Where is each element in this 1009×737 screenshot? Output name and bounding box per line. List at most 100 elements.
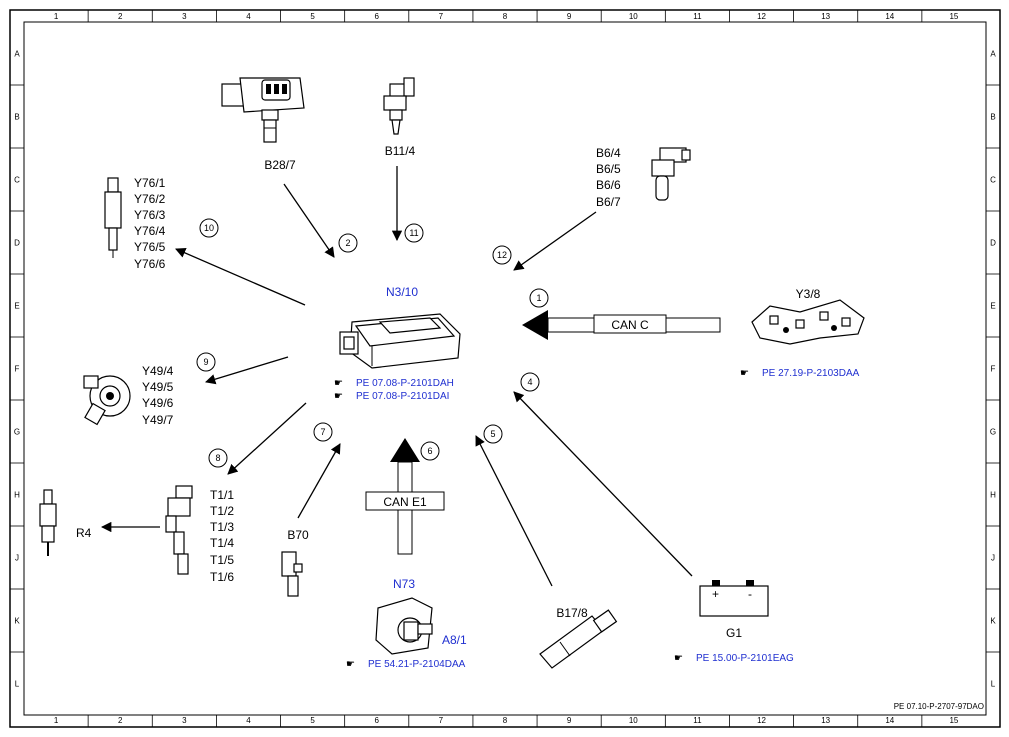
row-label: G — [990, 428, 996, 437]
ref-icon-1: ☛ — [334, 378, 343, 389]
column-label: 5 — [310, 716, 315, 725]
svg-text:T1/2: T1/2 — [210, 504, 234, 518]
r4-label: R4 — [76, 526, 92, 540]
intake-air-temp-sensor-icon — [539, 609, 618, 669]
svg-text:T1/1: T1/1 — [210, 488, 234, 502]
svg-text:T1/6: T1/6 — [210, 570, 234, 584]
column-label: 2 — [118, 12, 123, 21]
row-label: E — [990, 302, 995, 311]
footer-code: PE 07.10-P-2707-97DAO — [894, 702, 984, 711]
battery-icon — [699, 580, 769, 617]
column-label: 12 — [757, 716, 766, 725]
column-label: 2 — [118, 716, 123, 725]
n73-ref: PE 54.21-P-2104DAA — [368, 659, 466, 670]
ignition-lock-icon — [375, 597, 433, 655]
b6-labels: B6/4 B6/5 B6/6 B6/7 — [596, 146, 621, 209]
callout-circle — [520, 372, 540, 392]
column-label: 14 — [885, 716, 894, 725]
column-label: 3 — [182, 716, 187, 725]
svg-text:Y76/2: Y76/2 — [134, 192, 166, 206]
ref-icon-y3: ☛ — [740, 368, 749, 379]
svg-text:B6/6: B6/6 — [596, 178, 621, 192]
callout-number: 2 — [345, 238, 350, 248]
b70-label: B70 — [287, 528, 309, 542]
column-label: 4 — [246, 716, 251, 725]
pressure-sensor-icon — [221, 77, 305, 143]
fuel-injector-icon — [104, 177, 122, 258]
callout-circle — [208, 448, 228, 468]
callout-number: 8 — [215, 453, 220, 463]
svg-text:B6/7: B6/7 — [596, 195, 621, 209]
can-c-label: CAN C — [611, 318, 649, 332]
svg-text:Y76/5: Y76/5 — [134, 240, 166, 254]
svg-text:Y76/1: Y76/1 — [134, 176, 166, 190]
ref-icon-2: ☛ — [334, 391, 343, 402]
row-label: K — [990, 617, 996, 626]
row-label: H — [990, 491, 996, 500]
center-ref-2: PE 07.08-P-2101DAI — [356, 391, 449, 402]
row-label: C — [990, 176, 996, 185]
g1-ref: PE 15.00-P-2101EAG — [696, 653, 794, 664]
y76-labels: Y76/1 Y76/2 Y76/3 Y76/4 Y76/5 Y76/6 — [134, 176, 166, 271]
can-c-bus-arrow — [522, 310, 721, 340]
callout-number: 6 — [427, 446, 432, 456]
column-label: 8 — [503, 716, 508, 725]
svg-text:Y49/6: Y49/6 — [142, 396, 174, 410]
drawing-frame — [9, 9, 1001, 728]
column-label: 9 — [567, 716, 572, 725]
row-label: L — [15, 680, 20, 689]
row-label: A — [990, 50, 996, 59]
column-label: 1 — [54, 12, 59, 21]
row-label: D — [14, 239, 20, 248]
svg-text:T1/4: T1/4 — [210, 536, 234, 550]
callout-number: 11 — [409, 228, 418, 238]
y3-8-label: Y3/8 — [796, 287, 821, 301]
callout-number: 7 — [320, 427, 325, 437]
column-label: 5 — [310, 12, 315, 21]
row-label: H — [14, 491, 20, 500]
g1-label: G1 — [726, 626, 742, 640]
t1-labels: T1/1 T1/2 T1/3 T1/4 T1/5 T1/6 — [210, 488, 234, 584]
callout-number: 9 — [203, 357, 208, 367]
svg-text:Y76/4: Y76/4 — [134, 224, 166, 238]
callout-circle — [492, 245, 512, 265]
column-grid-labels: 1122334455667788991010111112121313141415… — [54, 12, 959, 725]
svg-text:B6/5: B6/5 — [596, 162, 621, 176]
crankshaft-sensor-icon — [281, 551, 303, 597]
ref-icon-n73: ☛ — [346, 659, 355, 670]
callout-circle — [404, 223, 424, 243]
can-e1-label: CAN E1 — [383, 495, 427, 509]
column-label: 7 — [439, 12, 444, 21]
callout-circle — [420, 441, 440, 461]
callout-circle — [313, 422, 333, 442]
column-label: 11 — [693, 716, 702, 725]
svg-text:T1/3: T1/3 — [210, 520, 234, 534]
column-label: 15 — [949, 716, 958, 725]
row-label: E — [14, 302, 19, 311]
row-label: L — [991, 680, 996, 689]
b11-4-label: B11/4 — [385, 144, 416, 158]
column-label: 7 — [439, 716, 444, 725]
svg-text:Y76/3: Y76/3 — [134, 208, 166, 222]
column-label: 12 — [757, 12, 766, 21]
center-label: N3/10 — [386, 285, 418, 299]
camshaft-adjuster-icon — [83, 375, 131, 426]
callout-circle — [529, 288, 549, 308]
b17-8-label: B17/8 — [556, 606, 588, 620]
callout-circle — [196, 352, 216, 372]
ignition-coil-icon — [165, 485, 193, 575]
battery-plus: + — [712, 587, 719, 601]
svg-text:T1/5: T1/5 — [210, 553, 234, 567]
column-label: 11 — [693, 12, 702, 21]
column-label: 15 — [949, 12, 958, 21]
y3-8-ref: PE 27.19-P-2103DAA — [762, 368, 860, 379]
svg-text:Y49/5: Y49/5 — [142, 380, 174, 394]
transmission-control-unit-icon — [751, 299, 865, 345]
column-label: 6 — [375, 716, 380, 725]
column-label: 9 — [567, 12, 572, 21]
callout-number: 12 — [497, 250, 507, 260]
row-label: B — [990, 113, 995, 122]
callout-number: 1 — [536, 293, 541, 303]
